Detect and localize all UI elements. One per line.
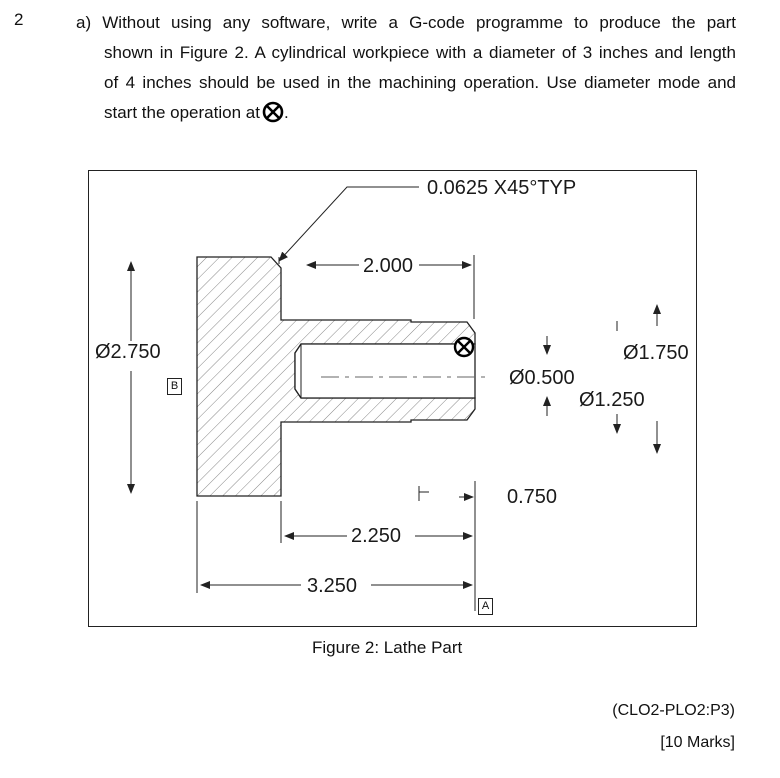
dim-dia-1750: Ø1.750	[623, 342, 689, 365]
start-marker-icon	[453, 336, 475, 358]
chamfer-note: 0.0625 X45°TYP	[427, 177, 577, 200]
question-line-4-text: start the operation at	[104, 103, 260, 122]
dim-2250: 2.250	[351, 525, 402, 548]
lathe-part-drawing	[127, 186, 661, 611]
question-line-4: start the operation at.	[76, 98, 736, 128]
marks-total: [10 Marks]	[660, 734, 735, 751]
lathe-part-figure: 0.0625 X45°TYP 2.000 Ø2.750 Ø1.750 Ø0.50…	[88, 170, 697, 627]
question-line-1: a) Without using any software, write a G…	[76, 13, 736, 32]
dim-dia-1250: Ø1.250	[579, 389, 645, 412]
question-line-2: shown in Figure 2. A cylindrical workpie…	[104, 43, 736, 62]
datum-b-label: B	[167, 378, 182, 395]
dim-0750: 0.750	[507, 486, 558, 509]
question-text: a) Without using any software, write a G…	[76, 8, 736, 128]
dim-dia-2750: Ø2.750	[95, 341, 161, 364]
chamfer-leader	[278, 186, 419, 262]
datum-a-label: A	[478, 598, 493, 615]
question-number: 2	[14, 10, 24, 29]
dim-3250: 3.250	[307, 575, 358, 598]
figure-caption: Figure 2: Lathe Part	[312, 638, 463, 657]
dim-dia-0500: Ø0.500	[509, 367, 575, 390]
clo-code: (CLO2-PLO2:P3)	[612, 702, 735, 719]
start-point-icon	[262, 101, 284, 123]
bore	[294, 343, 476, 399]
dim-2000: 2.000	[363, 255, 414, 278]
question-line-3: of 4 inches should be used in the machin…	[104, 73, 736, 92]
question-tail: .	[283, 103, 289, 122]
